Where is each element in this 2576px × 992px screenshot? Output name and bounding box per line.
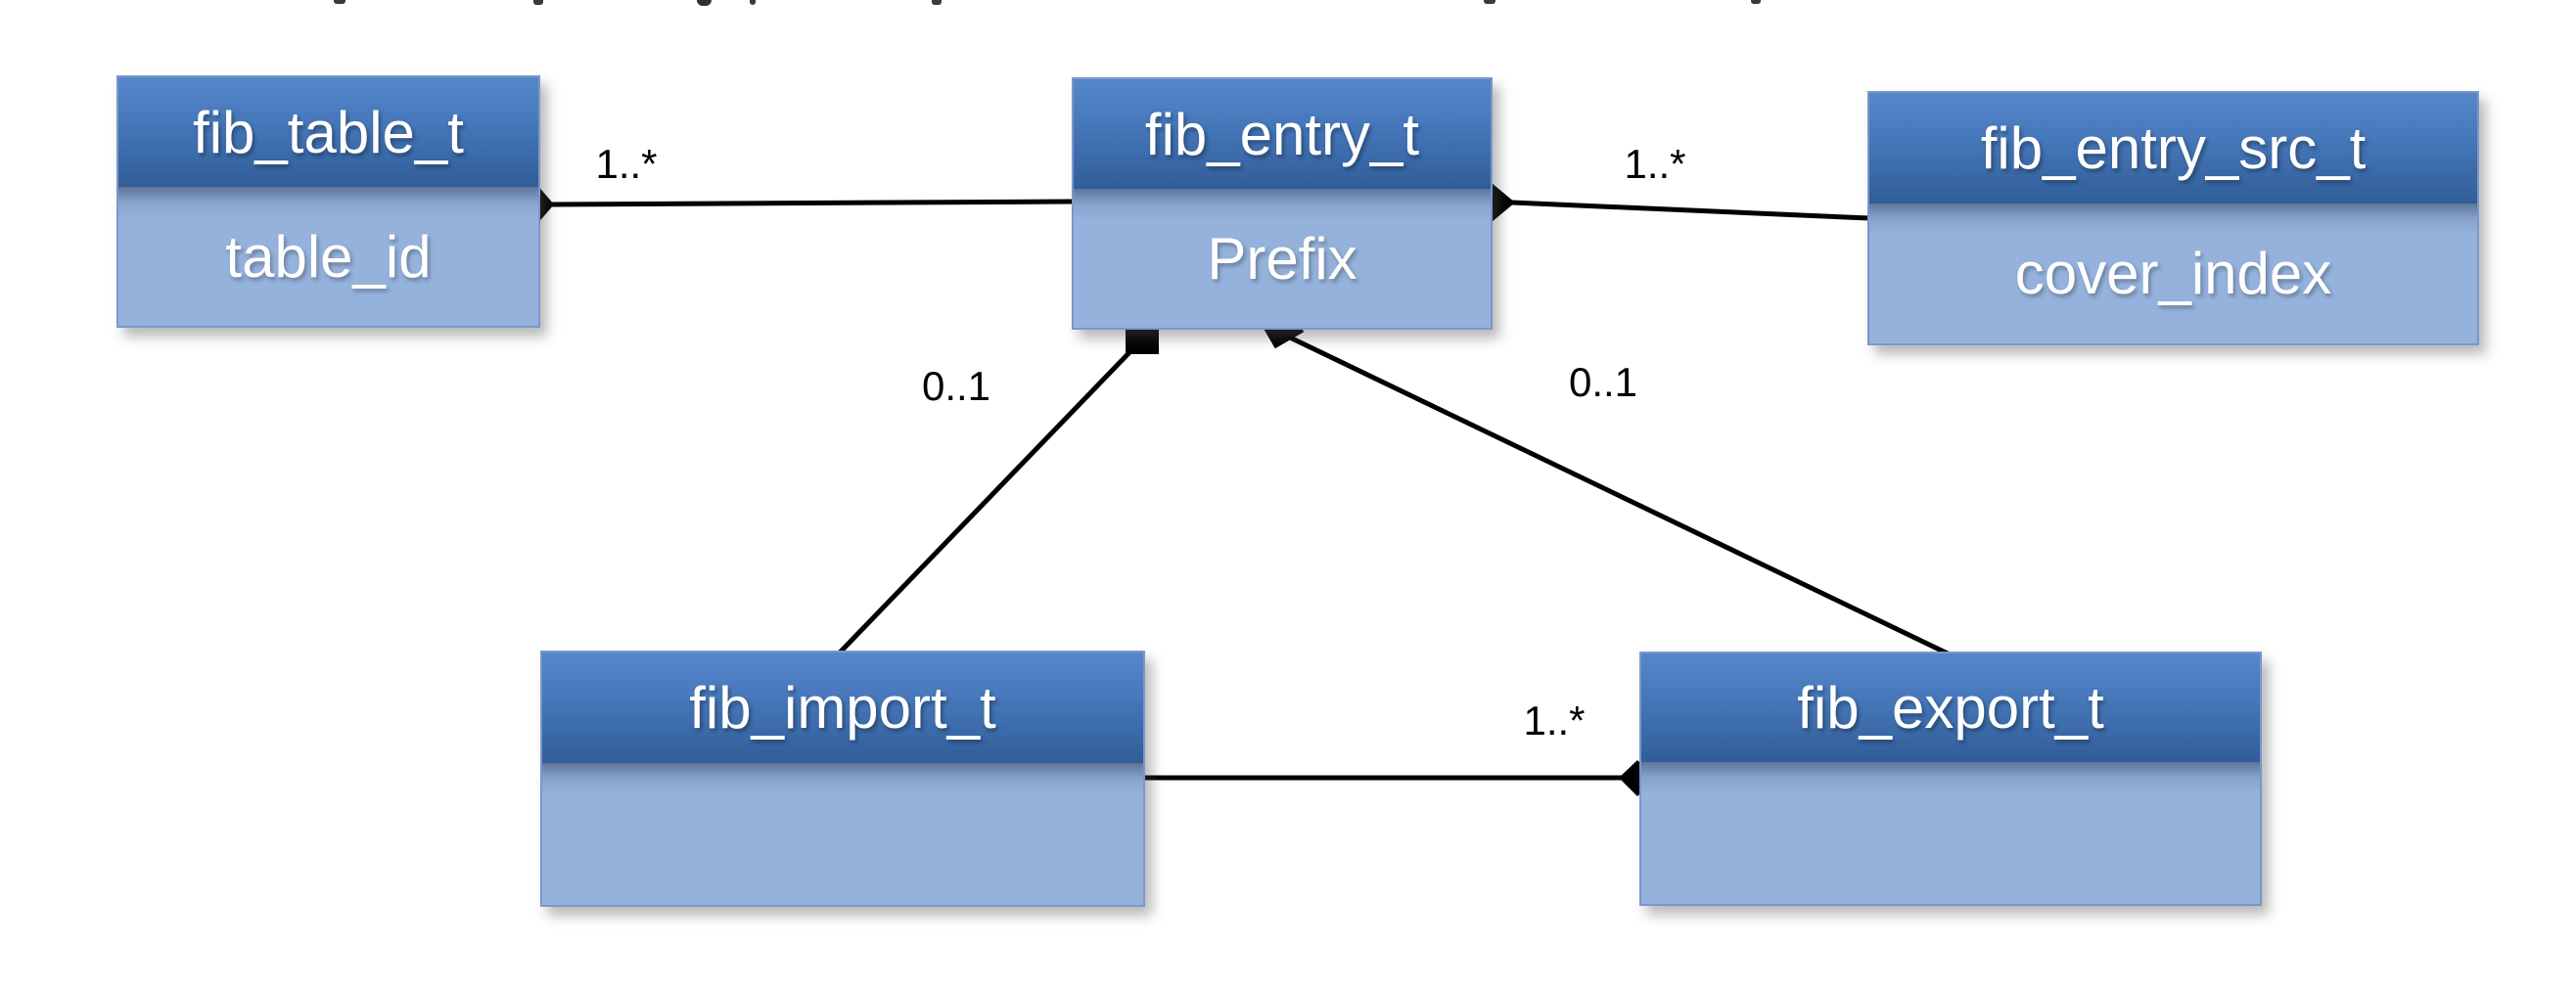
class-title: fib_entry_t <box>1074 79 1491 189</box>
cropped-text-remnant <box>334 0 345 4</box>
class-box-fib-table-t: fib_table_t table_id <box>116 75 540 328</box>
multiplicity-label: 0..1 <box>921 363 991 409</box>
class-attribute-empty <box>1641 762 2260 904</box>
connector-table-entry <box>551 199 1075 207</box>
multiplicity-label: 0..1 <box>1568 359 1638 405</box>
multiplicity-label: 1..* <box>1624 141 1686 187</box>
multiplicity-label: 1..* <box>595 141 658 187</box>
cropped-text-remnant <box>697 0 712 6</box>
class-title: fib_table_t <box>118 77 538 187</box>
class-box-fib-entry-t: fib_entry_t Prefix <box>1072 77 1493 330</box>
class-title: fib_entry_src_t <box>1869 93 2477 203</box>
cropped-text-remnant <box>932 0 942 5</box>
class-box-fib-import-t: fib_import_t <box>540 651 1145 907</box>
multiplicity-label: 1..* <box>1523 698 1586 744</box>
class-box-fib-export-t: fib_export_t <box>1639 652 2262 906</box>
cropped-text-remnant <box>533 0 543 5</box>
cropped-text-remnant <box>1751 0 1761 4</box>
connector-entry-src <box>1511 200 1870 221</box>
class-attribute-empty <box>542 763 1143 905</box>
class-attribute: table_id <box>118 187 538 326</box>
class-title: fib_export_t <box>1641 654 2260 762</box>
class-attribute: Prefix <box>1074 189 1491 328</box>
cropped-text-remnant <box>1484 0 1495 4</box>
class-attribute: cover_index <box>1869 203 2477 343</box>
cropped-text-remnant <box>750 0 756 5</box>
composition-diamond-icon <box>1492 183 1515 222</box>
class-title: fib_import_t <box>542 653 1143 763</box>
class-box-fib-entry-src-t: fib_entry_src_t cover_index <box>1867 91 2479 345</box>
